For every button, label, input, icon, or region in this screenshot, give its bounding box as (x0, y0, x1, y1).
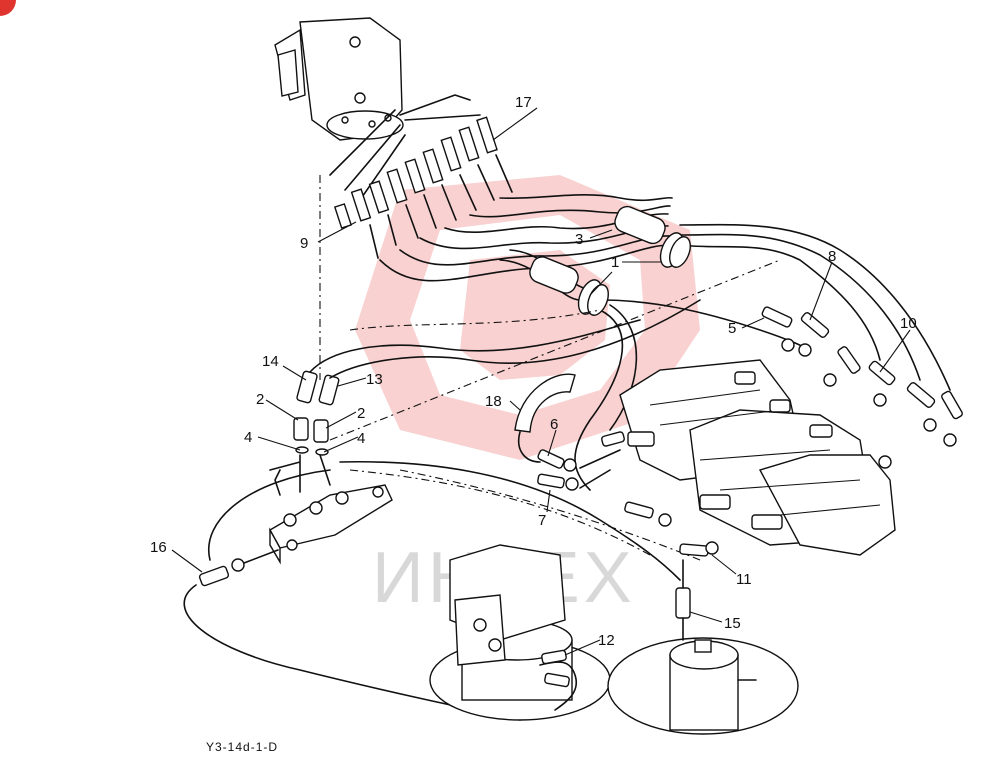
label-15: 15 (724, 615, 741, 632)
label-4a: 4 (244, 429, 252, 446)
label-6: 6 (550, 416, 558, 433)
label-12: 12 (598, 632, 615, 649)
travel-motor (607, 559, 799, 735)
callout-labels: 1 2 2 3 4 4 5 6 7 8 9 10 11 12 13 14 15 … (150, 94, 917, 649)
label-4b: 4 (357, 430, 365, 447)
right-fittings (624, 306, 963, 557)
leader-lines (171, 107, 911, 656)
dashed-lines (319, 175, 781, 561)
label-14: 14 (262, 353, 279, 370)
pilot-manifold (183, 299, 701, 721)
drawing-code: Y3-14d-1-D (206, 740, 278, 754)
label-13: 13 (366, 371, 383, 388)
swivel-fittings (329, 94, 513, 259)
center-fittings (514, 373, 625, 491)
label-10: 10 (900, 315, 917, 332)
label-3: 3 (575, 231, 583, 248)
label-2a: 2 (256, 391, 264, 408)
label-2b: 2 (357, 405, 365, 422)
label-11: 11 (736, 571, 752, 588)
label-18: 18 (485, 393, 502, 410)
swivel-joint (274, 17, 404, 141)
label-16: 16 (150, 539, 167, 556)
label-8: 8 (828, 248, 836, 265)
label-17: 17 (515, 94, 532, 111)
label-9: 9 (300, 235, 308, 252)
control-valve (619, 359, 896, 556)
label-5: 5 (728, 320, 736, 337)
label-1: 1 (611, 254, 619, 271)
swing-motor (429, 544, 611, 721)
corner-badge (0, 0, 16, 16)
label-7: 7 (538, 512, 546, 529)
